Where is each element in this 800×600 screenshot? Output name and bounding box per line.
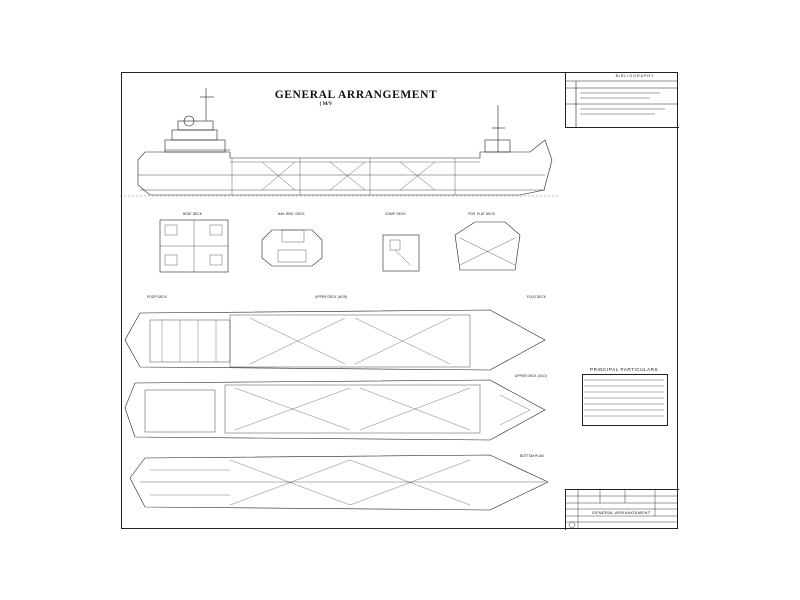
label-upper-deck-old: UPPER DECK (OLD) bbox=[515, 374, 547, 378]
title-block-grid bbox=[565, 489, 678, 529]
principal-particulars-table bbox=[582, 374, 668, 426]
label-fore-flat-deck: FOR. FLAT DECK bbox=[468, 212, 496, 216]
label-poop-deck: POOP DECK bbox=[147, 295, 167, 299]
label-nav-brg-deck: NAV. BRG. DECK bbox=[278, 212, 305, 216]
principal-particulars-rows bbox=[584, 379, 664, 417]
label-bottom-plan: BOTTOM PLAN bbox=[520, 454, 544, 458]
compass-deck-plan bbox=[382, 234, 420, 272]
bottom-plan bbox=[129, 454, 549, 511]
label-fold-deck: FOLD DECK bbox=[527, 295, 547, 299]
principal-particulars-title: PRINCIPAL PARTICULARS bbox=[590, 367, 659, 372]
title-block-name: GENERAL ARRANGEMENT bbox=[592, 510, 651, 515]
main-deck-plan bbox=[124, 309, 546, 371]
label-compass-deck: COMP. DECK bbox=[385, 212, 406, 216]
title-block bbox=[565, 489, 679, 530]
profile-view bbox=[120, 88, 560, 197]
fore-flat-deck-plan bbox=[454, 221, 521, 271]
bibliography-title: BIBLIOGRAPHY bbox=[615, 74, 655, 78]
drawing-subtitle: ( M/V bbox=[319, 102, 333, 107]
boat-deck-plan bbox=[159, 219, 229, 273]
label-boat-deck: BOAT DECK bbox=[183, 212, 203, 216]
drawing-sheet-border bbox=[121, 72, 678, 529]
nav-bridge-deck-plan bbox=[261, 229, 323, 267]
bibliography-box bbox=[565, 72, 679, 128]
bibliography-lines bbox=[565, 80, 678, 127]
drawing-title: GENERAL ARRANGEMENT bbox=[274, 89, 438, 101]
upper-deck-old-plan bbox=[124, 379, 546, 441]
label-upper-deck: UPPER DECK (HOS) bbox=[315, 295, 348, 299]
